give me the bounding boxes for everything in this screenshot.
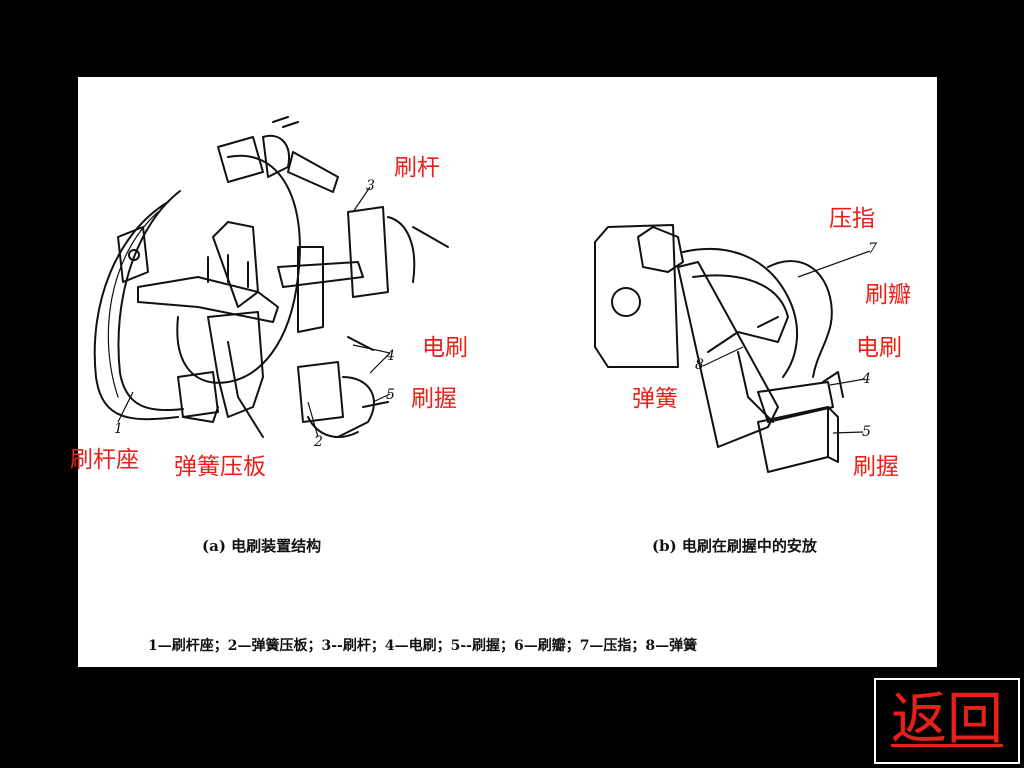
label-brush-holder-b: 刷握 [853,454,899,480]
caption-a: (a) 电刷装置结构 [202,537,322,555]
callout-number: 1 [114,421,123,437]
callout-number: 8 [695,357,704,373]
callout-number: 5 [386,387,395,403]
label-spring-pressure-plate: 弹簧压板 [174,454,266,480]
label-brush-flap: 刷瓣 [865,282,911,308]
label-brush-a: 电刷 [422,335,468,361]
brush-holder-drawing-b [594,224,844,473]
label-brush-holder-a: 刷握 [411,386,457,412]
back-button[interactable]: 返回 [874,678,1020,764]
callout-number: 7 [868,241,877,257]
brush-assembly-drawing-a [93,116,449,438]
label-spring: 弹簧 [632,386,678,412]
label-brush-rod-seat: 刷杆座 [70,447,139,473]
figure-panel: 3 1 2 4 5 7 4 5 8 刷杆 电刷 刷握 刷杆座 弹簧压板 压指 刷… [70,77,937,667]
callout-number: 2 [313,434,323,450]
callout-number: 4 [385,348,395,364]
legend: 1—刷杆座；2—弹簧压板；3--刷杆；4—电刷；5--刷握；6—刷瓣；7—压指；… [148,638,698,654]
label-brush-rod: 刷杆 [394,155,440,181]
callout-number: 3 [366,178,375,194]
caption-b: (b) 电刷在刷握中的安放 [652,537,817,555]
callout-number: 5 [862,424,871,440]
label-brush-b: 电刷 [856,335,902,361]
brush-device-diagram: 3 1 2 4 5 7 4 5 8 [93,116,877,473]
leader-lines [117,186,871,438]
callout-number: 4 [861,371,871,387]
label-pressure-finger: 压指 [829,206,875,232]
